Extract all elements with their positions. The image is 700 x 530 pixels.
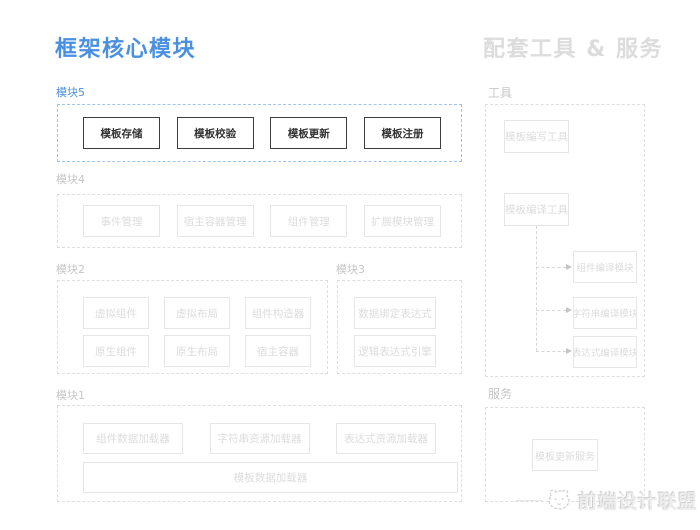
watermark-dash [516, 499, 542, 501]
module1-label: 模块1 [56, 389, 85, 402]
box-component-data-loader: 组件数据加载器 [83, 423, 183, 454]
box-string-compile-module: 字符串编译模块 [573, 297, 637, 329]
tools-label: 工具 [488, 86, 513, 100]
module3-label: 模块3 [336, 263, 365, 276]
cat-mascot-icon [548, 489, 570, 510]
box-host-container-management: 宿主容器管理 [176, 205, 254, 237]
box-component-management: 组件管理 [270, 205, 348, 237]
dashed-arrow-icon [536, 307, 572, 313]
box-template-register: 模板注册 [363, 117, 441, 149]
dashed-arrow-icon [536, 264, 572, 270]
module2-container: 虚拟组件 虚拟布局 组件构造器 原生组件 原生布局 宿主容器 [57, 280, 328, 374]
module4-label: 模块4 [56, 173, 85, 186]
watermark-text: 前端设计联盟 [578, 490, 699, 513]
box-expression-compile-module: 表达式编译模块 [573, 336, 637, 368]
box-string-resource-loader: 字符串资源加载器 [209, 423, 310, 454]
module2-label: 模块2 [56, 263, 85, 276]
aux-tools-services-title: 配套工具 & 服务 [483, 37, 664, 62]
box-template-compile-tool: 模板编译工具 [504, 193, 569, 226]
box-virtual-layout: 虚拟布局 [164, 297, 230, 329]
box-template-update-service: 模板更新服务 [532, 439, 598, 471]
box-template-storage: 模板存储 [83, 117, 160, 149]
box-template-authoring-tool: 模板编写工具 [504, 120, 569, 153]
box-expression-resource-loader: 表达式资源加载器 [336, 423, 436, 454]
connector-vertical-line [536, 226, 537, 351]
box-component-compile-module: 组件编译模块 [573, 251, 637, 283]
box-template-update: 模板更新 [270, 117, 348, 149]
box-template-data-loader: 模板数据加载器 [83, 462, 458, 493]
module5-container: 模板存储 模板校验 模板更新 模板注册 [57, 104, 462, 162]
box-native-layout: 原生布局 [164, 335, 230, 367]
box-template-validate: 模板校验 [176, 117, 254, 149]
core-modules-title: 框架核心模块 [55, 37, 197, 62]
box-host-container: 宿主容器 [245, 335, 311, 367]
tools-container: 模板编写工具 模板编译工具 组件编译模块 字符串编译模块 表达式编译模块 [485, 104, 645, 377]
box-component-constructor: 组件构造器 [245, 297, 311, 329]
services-container: 模板更新服务 [485, 407, 645, 502]
module5-label: 模块5 [56, 86, 85, 99]
box-extension-module-management: 扩展模块管理 [363, 205, 441, 237]
box-event-management: 事件管理 [83, 205, 160, 237]
box-logic-expression-engine: 逻辑表达式引擎 [354, 335, 436, 367]
module4-container: 事件管理 宿主容器管理 组件管理 扩展模块管理 [57, 194, 462, 248]
box-data-binding-expression: 数据绑定表达式 [354, 297, 436, 329]
watermark: 前端设计联盟 [516, 483, 698, 517]
box-native-component: 原生组件 [83, 335, 149, 367]
module3-container: 数据绑定表达式 逻辑表达式引擎 [337, 280, 462, 374]
module1-container: 组件数据加载器 字符串资源加载器 表达式资源加载器 模板数据加载器 [57, 405, 462, 502]
dashed-arrow-icon [536, 348, 572, 354]
box-virtual-component: 虚拟组件 [83, 297, 149, 329]
services-label: 服务 [488, 387, 513, 401]
